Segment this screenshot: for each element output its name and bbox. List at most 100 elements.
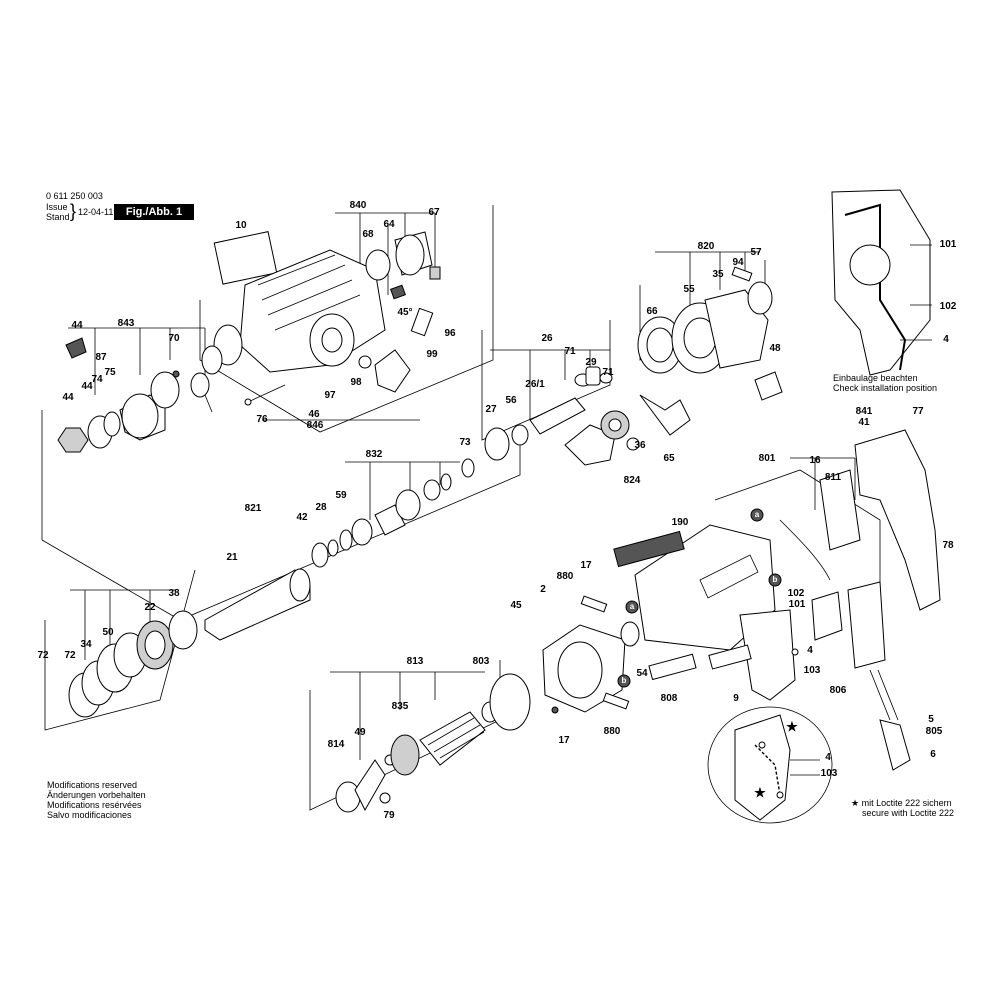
callout-label: 45° [397, 307, 413, 318]
callout-label: 101 [788, 599, 806, 610]
callout-label: 77 [912, 406, 924, 417]
loctite-note-en: secure with Loctite 222 [862, 808, 955, 818]
ring-67-part [429, 266, 441, 280]
frame-upper [199, 205, 494, 433]
callout-label: 102 [787, 588, 805, 599]
brace-glyph: } [70, 201, 77, 221]
callout-label: 50 [102, 627, 114, 638]
callout-label: 843 [117, 318, 135, 329]
callout-label: 880 [556, 571, 574, 582]
callout-label: 101 [939, 239, 957, 250]
callout-label: 841 [855, 406, 873, 417]
issue-label: Issue [46, 202, 68, 212]
callout-label: 66 [646, 306, 658, 317]
callout-label: 2 [540, 584, 546, 595]
callout-label: 67 [428, 207, 440, 218]
sleeve-64-part [395, 234, 425, 276]
callout-label: 48 [769, 343, 781, 354]
mod-note-en: Modifications reserved [47, 780, 138, 790]
callout-label: 44 [71, 320, 83, 331]
callout-label: 824 [623, 475, 641, 486]
callout-label: 38 [168, 588, 180, 599]
callout-label: 36 [634, 440, 646, 451]
callout-label: 6 [930, 749, 936, 760]
callout-label: 76 [256, 414, 268, 425]
callout-label: 4 [825, 752, 831, 763]
nameplate-part [213, 231, 278, 285]
callout-label: 814 [327, 739, 345, 750]
callout-label: 57 [750, 247, 762, 258]
switch-part [847, 581, 886, 669]
callout-label: 34 [80, 639, 92, 650]
callout-label: 45 [510, 600, 522, 611]
loctite-text-de: mit Loctite 222 sichern [861, 798, 952, 808]
callout-label: 4 [943, 334, 949, 345]
cable-part [879, 719, 911, 771]
callout-label: 49 [354, 727, 366, 738]
callout-label: 16 [809, 455, 821, 466]
callout-label: 17 [580, 560, 592, 571]
callout-label: 26/1 [525, 379, 545, 390]
callout-label: 103 [803, 665, 821, 676]
callout-label: 41 [858, 417, 870, 428]
callout-label: 46 [308, 409, 320, 420]
loctite-note-de: ★ mit Loctite 222 sichern [851, 798, 952, 809]
marker-b: b [621, 676, 627, 685]
callout-label: 21 [226, 552, 238, 563]
callout-label: 832 [365, 449, 383, 460]
callout-label: 820 [697, 241, 715, 252]
mod-note-fr: Modifications resérvées [47, 800, 142, 810]
callout-label: 17 [558, 735, 570, 746]
callout-label: 190 [671, 517, 689, 528]
callout-label: 71 [602, 367, 614, 378]
callout-label: 78 [942, 540, 954, 551]
callout-label: 42 [296, 512, 308, 523]
callout-label: 44 [81, 381, 93, 392]
callout-label: 835 [391, 701, 409, 712]
callout-label: 97 [324, 390, 336, 401]
ring-68-part [365, 249, 391, 281]
bearing-814-part [335, 781, 361, 813]
callout-label: 102 [939, 301, 957, 312]
handle-shell-part [854, 429, 941, 611]
callout-label: 803 [472, 656, 490, 667]
fan-plate-part [354, 759, 386, 812]
callout-label: 64 [383, 219, 395, 230]
callout-label: 73 [459, 437, 471, 448]
callout-label: 805 [925, 726, 943, 737]
callout-label: 87 [95, 352, 107, 363]
callout-label: 70 [168, 333, 180, 344]
hammer-tube-part [204, 569, 311, 641]
stand-label: Stand [46, 212, 70, 222]
callout-label: 94 [732, 257, 744, 268]
callout-label: 806 [829, 685, 847, 696]
callout-label: 846 [306, 420, 324, 431]
callout-label: 811 [824, 472, 842, 483]
callout-label: 54 [636, 668, 648, 679]
install-note-de: Einbaulage beachten [833, 373, 918, 383]
fan-part [390, 734, 420, 776]
callout-label: 801 [758, 453, 776, 464]
callout-label: 103 [820, 768, 838, 779]
callout-label: 79 [383, 810, 395, 821]
star-icon: ★ [786, 719, 798, 734]
callout-label: 59 [335, 490, 347, 501]
callout-label: 71 [564, 346, 576, 357]
callout-label: 9 [733, 693, 739, 704]
callout-label: 4 [807, 645, 813, 656]
mod-note-de: Änderungen vorbehalten [47, 790, 146, 800]
callout-label: 72 [37, 650, 49, 661]
callout-label: 44 [62, 392, 74, 403]
ring-38-part [168, 610, 198, 650]
callout-label: 28 [315, 502, 327, 513]
motor-housing-part [634, 524, 776, 651]
o-ring-57-part [747, 281, 773, 315]
callout-label: 74 [91, 374, 103, 385]
callout-label: 22 [144, 602, 156, 613]
callout-label: 27 [485, 404, 497, 415]
callout-label: 10 [235, 220, 247, 231]
callout-label: 96 [444, 328, 456, 339]
callout-label: 68 [362, 229, 374, 240]
